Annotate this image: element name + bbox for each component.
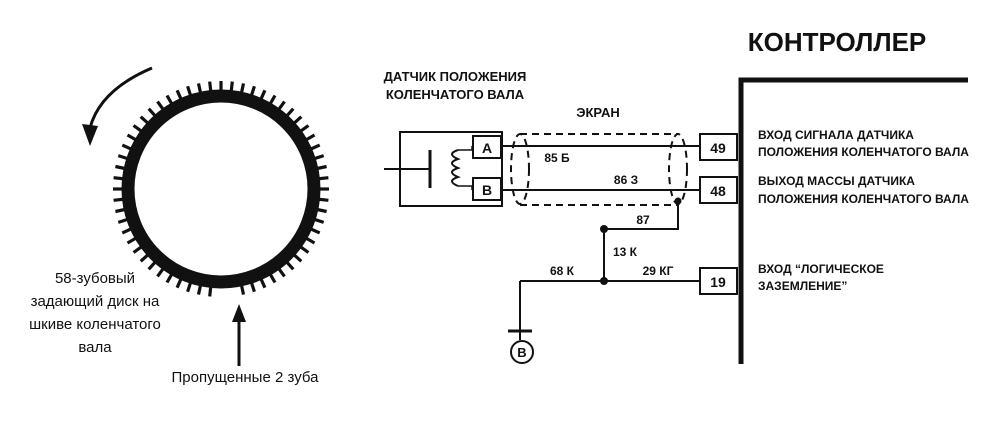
- pin-48-number: 48: [710, 183, 726, 199]
- wires: [501, 145, 700, 330]
- junction-68: [600, 277, 608, 285]
- pin-19-label-line-1: ВХОД “ЛОГИЧЕСКОЕ: [758, 262, 884, 276]
- pin-48-label-line-2: ПОЛОЖЕНИЯ КОЛЕНЧАТОГО ВАЛА: [758, 192, 969, 206]
- terminal-b-label: B: [482, 182, 492, 198]
- pin-49-label-line-2: ПОЛОЖЕНИЯ КОЛЕНЧАТОГО ВАЛА: [758, 145, 969, 159]
- sensor-title-line-2: КОЛЕНЧАТОГО ВАЛА: [386, 87, 525, 102]
- pin-49-number: 49: [710, 140, 726, 156]
- ground-badge: [510, 340, 534, 364]
- disc-caption-line-3: шкиве коленчатого: [29, 316, 161, 333]
- disc-caption-line-1: 58-зубовый: [55, 270, 135, 287]
- disc-teeth: [113, 81, 329, 297]
- terminal-a-label: A: [482, 140, 492, 156]
- wire-68-label: 68 К: [550, 264, 575, 278]
- shield-label: ЭКРАН: [576, 105, 620, 120]
- controller-title: КОНТРОЛЛЕР: [748, 27, 927, 57]
- trigger-disc: [113, 81, 329, 297]
- disc-caption-line-4: вала: [78, 339, 112, 356]
- ground-symbol: B: [508, 329, 534, 364]
- disc-caption-line-2: задающий диск на: [31, 293, 160, 310]
- wire-85-label: 85 Б: [544, 151, 570, 165]
- wire-86-label: 86 З: [614, 173, 638, 187]
- pin-19: 19: [699, 267, 738, 295]
- pin-48-label-line-1: ВЫХОД МАССЫ ДАТЧИКА: [758, 174, 915, 188]
- pin-19-number: 19: [710, 274, 726, 290]
- wire-13-label: 13 К: [613, 245, 638, 259]
- terminal-b: B: [472, 177, 502, 201]
- wire-87-13: [603, 202, 679, 281]
- ground-label: B: [517, 345, 526, 360]
- sensor-body: [384, 131, 503, 207]
- disc-ring: [121, 89, 321, 289]
- missing-teeth-label: Пропущенные 2 зуба: [172, 369, 320, 386]
- terminal-a: A: [472, 135, 502, 159]
- shield: [510, 133, 688, 206]
- wire-29-label: 29 КГ: [643, 264, 674, 278]
- sensor-title-line-1: ДАТЧИК ПОЛОЖЕНИЯ: [384, 69, 527, 84]
- coil-icon: [451, 149, 461, 187]
- shield-drain-junction: [674, 197, 682, 205]
- controller-border: [738, 77, 968, 364]
- wire-87-label: 87: [636, 213, 650, 227]
- pin-19-label-line-2: ЗАЗЕМЛЕНИЕ”: [758, 279, 847, 293]
- missing-teeth-arrow: [232, 304, 246, 366]
- pin-49: 49: [699, 133, 738, 161]
- pin-49-label-line-1: ВХОД СИГНАЛА ДАТЧИКА: [758, 128, 914, 142]
- pin-48: 48: [699, 176, 738, 204]
- junction-87: [600, 225, 608, 233]
- rotation-arrow: [82, 66, 153, 146]
